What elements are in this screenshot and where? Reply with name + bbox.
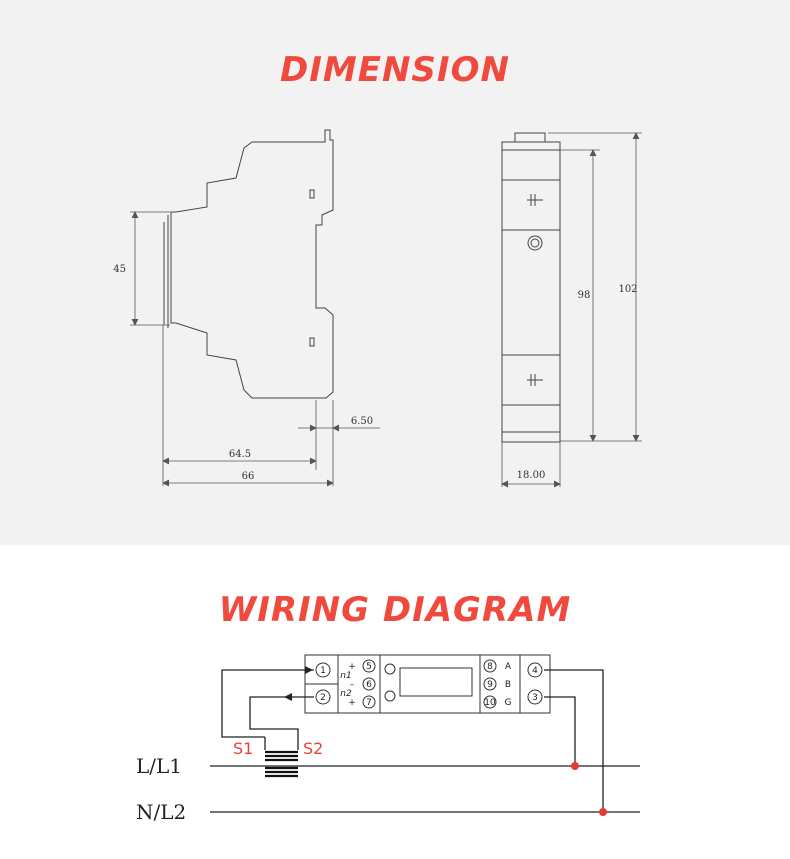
side-view-clip-lower bbox=[309, 337, 315, 347]
terminal-2 bbox=[315, 689, 331, 705]
terminal-9 bbox=[483, 677, 497, 691]
terminal-7 bbox=[362, 695, 376, 709]
ct-name-n2: n2 bbox=[340, 689, 352, 699]
wiring-panel bbox=[0, 545, 790, 859]
terminal-1-label: 1 bbox=[320, 666, 326, 676]
dimension-title: DIMENSION bbox=[280, 50, 510, 90]
ct-name-n1: n1 bbox=[340, 671, 351, 681]
dim-66-label: 66 bbox=[242, 471, 255, 482]
rs485-label-a: A bbox=[505, 662, 512, 672]
line-label-l1: L/L1 bbox=[136, 754, 182, 778]
front-view-screw-upper bbox=[527, 194, 543, 206]
ct-mark-2: – bbox=[350, 680, 355, 690]
side-view-outline bbox=[170, 129, 334, 399]
arrow-terminal-1 bbox=[305, 666, 313, 674]
dim-18-label: 18.00 bbox=[517, 470, 546, 481]
rs485-label-b: B bbox=[505, 680, 511, 690]
ct-label-s2: S2 bbox=[303, 739, 323, 758]
terminal-6 bbox=[362, 677, 376, 691]
terminal-4-label: 4 bbox=[532, 666, 538, 676]
side-view-drawing bbox=[163, 129, 334, 399]
terminal-8 bbox=[483, 659, 497, 673]
terminal-5 bbox=[362, 659, 376, 673]
ct-label-s1: S1 bbox=[233, 739, 253, 758]
dim-98-label: 98 bbox=[578, 290, 591, 301]
meter-block bbox=[304, 654, 551, 714]
dim-6-50-label: 6.50 bbox=[351, 416, 373, 427]
dim-64-5-label: 64.5 bbox=[229, 449, 251, 460]
ct-coil bbox=[265, 750, 298, 778]
meter-display-window bbox=[399, 667, 473, 697]
wire-terminal-4-n bbox=[544, 669, 604, 812]
wire-terminal-3-l bbox=[544, 696, 576, 766]
junction-l2 bbox=[599, 808, 607, 816]
terminals bbox=[315, 659, 543, 709]
front-view-top-tab bbox=[514, 132, 546, 142]
terminal-7-label: 7 bbox=[366, 698, 372, 708]
side-view-dims bbox=[130, 211, 380, 487]
dim-45-label: 45 bbox=[113, 264, 126, 275]
terminal-9-label: 9 bbox=[487, 680, 493, 690]
wiring-title: WIRING DIAGRAM bbox=[218, 590, 572, 630]
terminal-6-label: 6 bbox=[366, 680, 372, 690]
terminal-3 bbox=[527, 689, 543, 705]
wire-terminal-2-ct bbox=[249, 696, 314, 737]
rs485-label-g: G bbox=[505, 698, 512, 708]
terminal-3-label: 3 bbox=[532, 693, 538, 703]
side-view-clip-upper bbox=[309, 189, 315, 199]
arrow-terminal-2 bbox=[284, 693, 292, 701]
dim-102-label: 102 bbox=[618, 284, 637, 295]
front-view-knob bbox=[527, 235, 543, 251]
ct-mark-3: + bbox=[348, 698, 356, 708]
terminal-5-label: 5 bbox=[366, 662, 372, 672]
front-view-dims bbox=[501, 132, 642, 488]
terminal-10-label: 10 bbox=[484, 698, 496, 708]
side-view-inner-line bbox=[163, 215, 169, 328]
wires bbox=[210, 669, 640, 813]
terminal-8-label: 8 bbox=[487, 662, 493, 672]
meter-right-module bbox=[519, 654, 551, 714]
terminal-2-label: 2 bbox=[320, 693, 326, 703]
front-view-screw-lower bbox=[527, 374, 543, 386]
junction-l1 bbox=[571, 762, 579, 770]
line-label-l2: N/L2 bbox=[136, 800, 186, 824]
terminal-1 bbox=[315, 662, 331, 678]
wire-terminal-1-ct bbox=[221, 669, 314, 738]
front-view-body bbox=[501, 141, 561, 443]
terminal-10 bbox=[483, 695, 497, 709]
dimension-panel bbox=[0, 0, 790, 545]
ct-mark-1: + bbox=[348, 662, 356, 672]
meter-display-module bbox=[379, 654, 481, 714]
terminal-4 bbox=[527, 662, 543, 678]
front-view-drawing bbox=[501, 132, 561, 443]
